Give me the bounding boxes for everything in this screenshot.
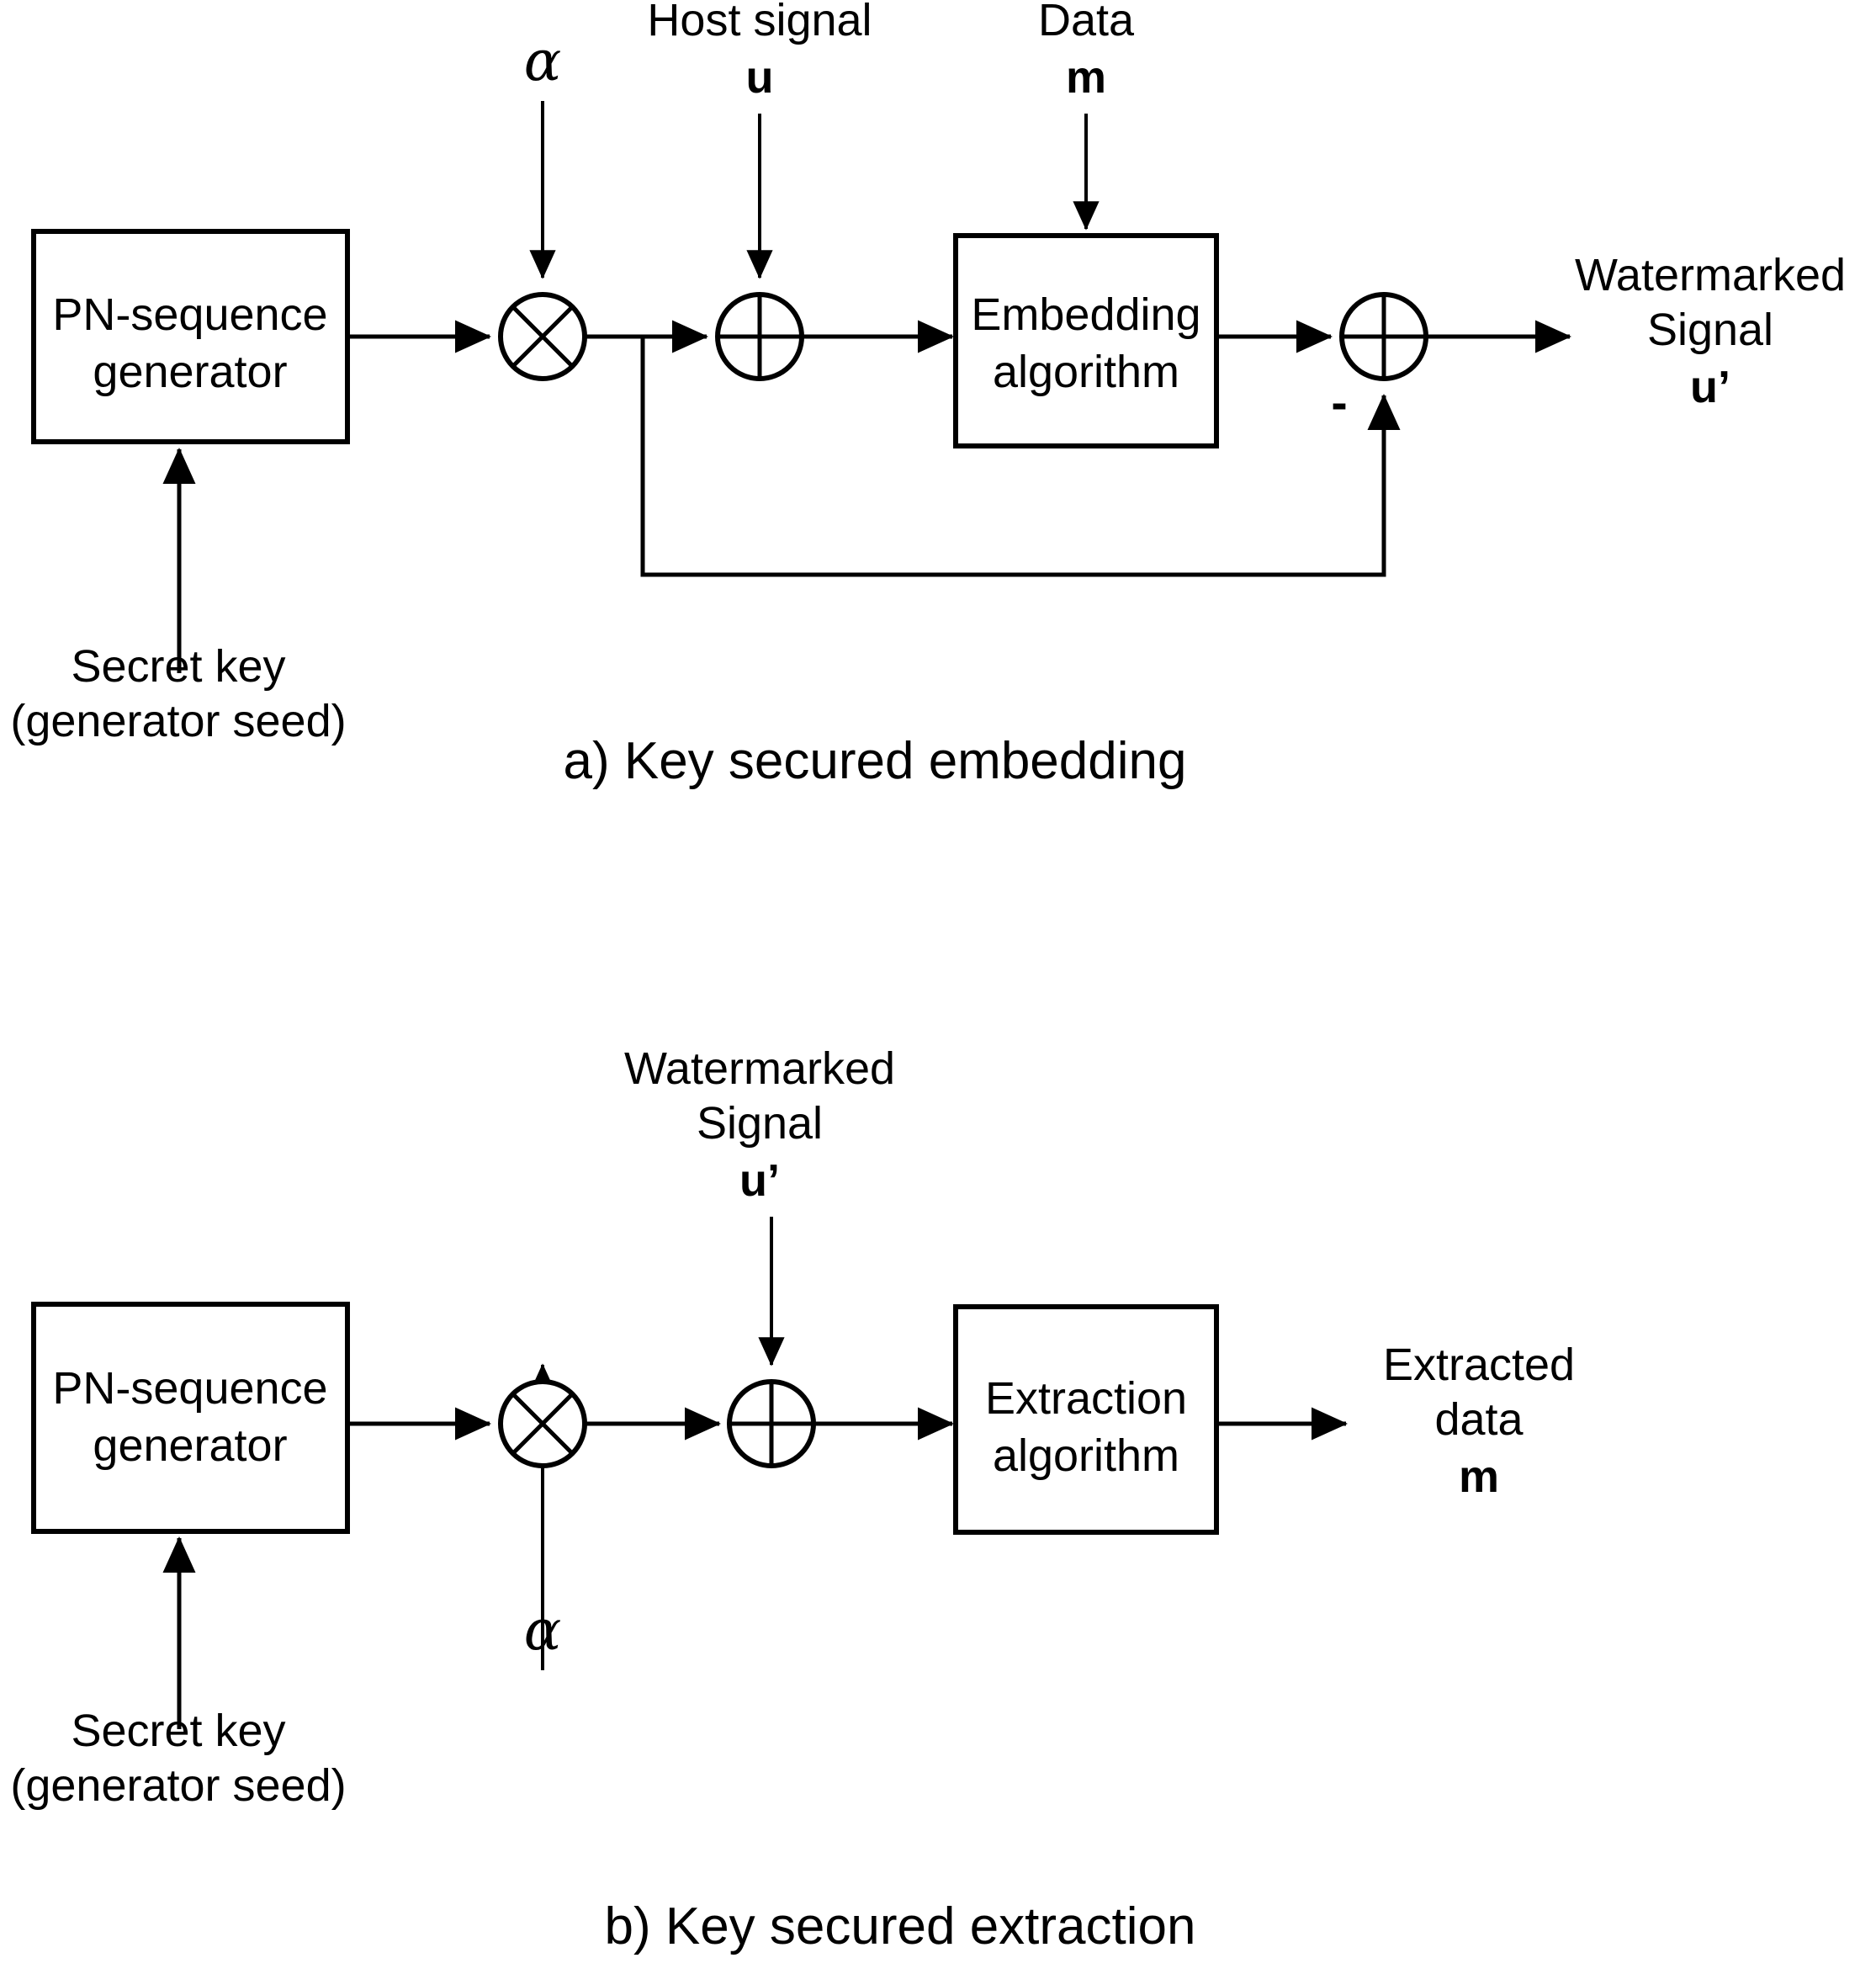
label-input-b-line2: Signal: [697, 1098, 823, 1149]
node-adder-2-a: [1339, 292, 1428, 381]
label-input-b-line1: Watermarked: [624, 1043, 895, 1094]
label-host-signal-a-symbol: u: [746, 52, 774, 103]
block-embedding-algorithm-a-line2: algorithm: [993, 347, 1179, 397]
node-multiplier-b: [498, 1379, 587, 1468]
block-pn-generator-b: [31, 1302, 350, 1534]
label-output-a-line2: Signal: [1647, 305, 1773, 355]
panel-b: PN-sequence generator Secret key (genera…: [10, 1043, 1575, 1955]
wire-feedback-loop-a: [640, 337, 1401, 577]
label-minus-sign-a: -: [1331, 375, 1347, 430]
node-adder-1-a: [715, 292, 804, 381]
label-output-b-symbol: m: [1459, 1451, 1499, 1502]
block-extraction-algorithm-b-line2: algorithm: [993, 1430, 1179, 1481]
label-data-a-line1: Data: [1038, 0, 1135, 45]
label-secret-key-b-line1: Secret key: [71, 1706, 285, 1756]
label-output-a-symbol: u’: [1690, 362, 1730, 412]
label-data-a-symbol: m: [1066, 52, 1106, 103]
block-embedding-algorithm-a-line1: Embedding: [971, 289, 1200, 340]
block-extraction-algorithm-b-line1: Extraction: [985, 1373, 1187, 1424]
node-multiplier-a: [498, 292, 587, 381]
block-pn-generator-a: [31, 229, 350, 444]
caption-panel-a: a) Key secured embedding: [563, 732, 1186, 790]
label-secret-key-b-line2: (generator seed): [10, 1760, 346, 1811]
label-output-a-line1: Watermarked: [1575, 250, 1846, 300]
label-alpha-a: α: [524, 29, 562, 93]
label-host-signal-a-line1: Host signal: [647, 0, 872, 45]
block-pn-generator-a-line1: PN-sequence: [52, 289, 327, 340]
block-embedding-algorithm-a: [953, 233, 1219, 448]
panel-a: PN-sequence generator Secret key (genera…: [10, 0, 1846, 790]
label-output-b-line1: Extracted: [1383, 1340, 1575, 1390]
label-input-b-symbol: u’: [739, 1155, 780, 1206]
label-secret-key-a-line1: Secret key: [71, 641, 285, 692]
block-extraction-algorithm-b: [953, 1304, 1219, 1535]
block-pn-generator-a-line2: generator: [93, 347, 287, 397]
label-secret-key-a-line2: (generator seed): [10, 696, 346, 746]
label-output-b-line2: data: [1434, 1394, 1524, 1445]
block-pn-generator-b-line2: generator: [93, 1420, 287, 1471]
block-pn-generator-b-line1: PN-sequence: [52, 1363, 327, 1414]
node-adder-b: [727, 1379, 816, 1468]
caption-panel-b: b) Key secured extraction: [604, 1897, 1195, 1955]
